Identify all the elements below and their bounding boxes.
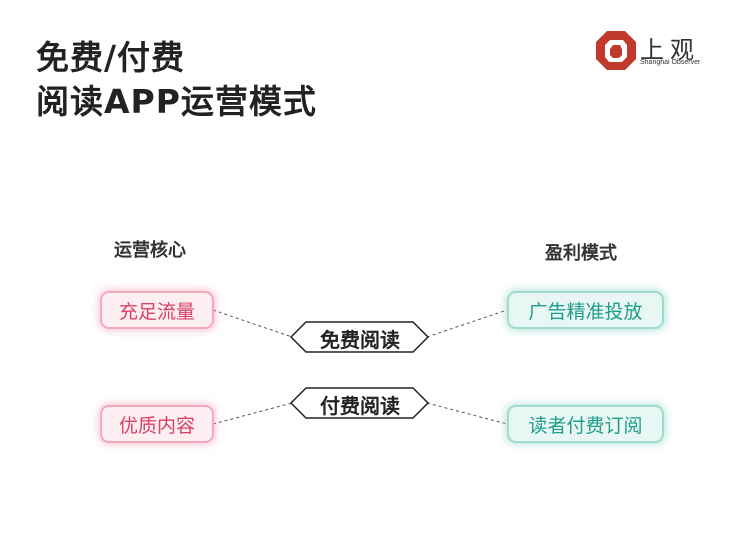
page-title: 免费/付费 阅读APP运营模式 <box>36 36 317 124</box>
center-hexagon-paid <box>289 387 430 419</box>
logo-subtitle: Shanghai Observer <box>640 59 701 66</box>
left-column-heading: 运营核心 <box>114 240 186 261</box>
center-item-paid: 付费阅读 <box>320 394 400 418</box>
center-hexagon-free <box>289 321 430 353</box>
left-item-traffic: 充足流量 <box>100 291 214 329</box>
logo: 上观 Shanghai Observer <box>594 28 714 74</box>
left-item-content: 优质内容 <box>100 405 214 443</box>
title-line-1: 免费/付费 <box>36 38 186 77</box>
center-item-free: 免费阅读 <box>320 328 400 352</box>
logo-name: 上观 <box>640 36 700 64</box>
connector-line <box>212 309 293 338</box>
logo-mark-icon <box>596 31 636 70</box>
right-item-ads: 广告精准投放 <box>507 291 664 329</box>
right-column-heading: 盈利模式 <box>545 243 617 264</box>
connector-line <box>426 402 508 425</box>
connector-line <box>426 309 508 338</box>
title-line-2: 阅读APP运营模式 <box>36 82 317 121</box>
right-item-subscription: 读者付费订阅 <box>507 405 664 443</box>
connector-line <box>212 402 293 425</box>
